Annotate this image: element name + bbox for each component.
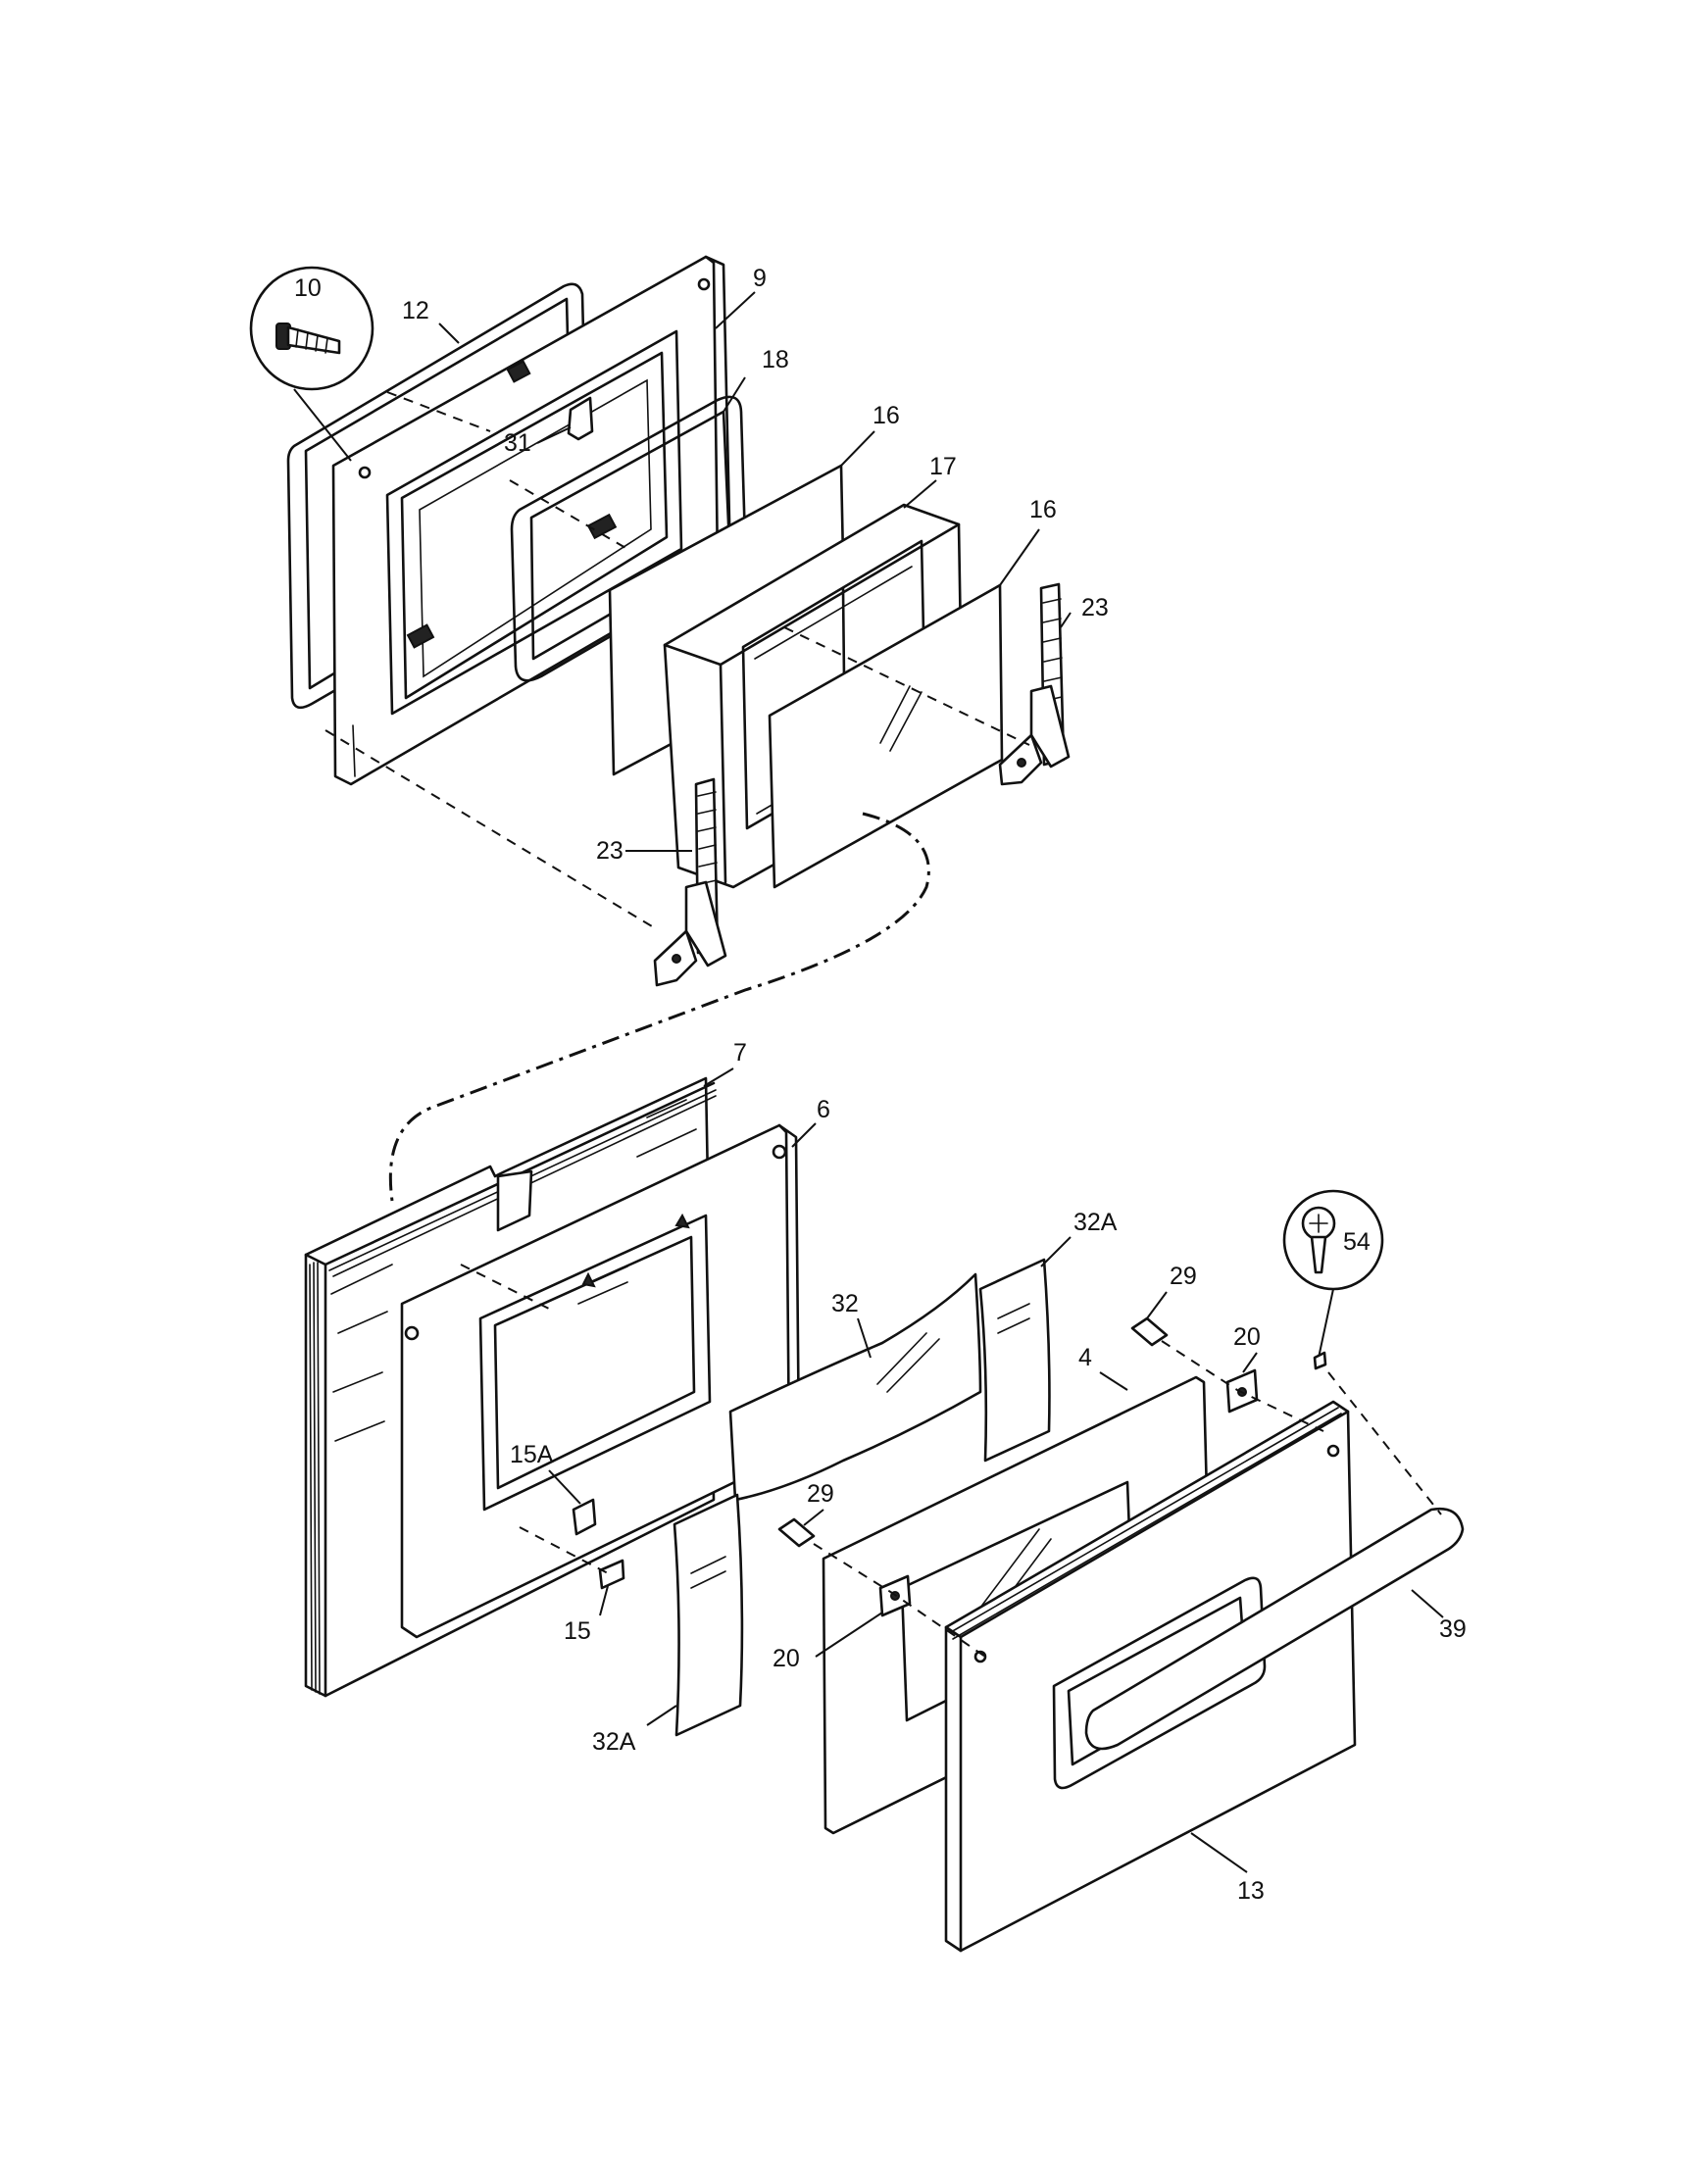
callout-31: 31 <box>504 429 531 457</box>
callout-16-b: 16 <box>1029 496 1057 523</box>
callout-9: 9 <box>753 265 767 292</box>
alignment-lines-upper <box>324 391 1030 1202</box>
callout-labels: 10 12 9 18 31 16 17 16 23 23 7 6 32A 32 … <box>294 265 1467 1905</box>
callout-15: 15 <box>564 1617 591 1645</box>
callout-4: 4 <box>1078 1344 1092 1371</box>
glass-panel-part-32 <box>728 1272 982 1502</box>
callout-7: 7 <box>733 1039 747 1067</box>
callout-6: 6 <box>817 1096 830 1123</box>
callout-16-a: 16 <box>873 402 900 429</box>
callout-32A-bottom: 32A <box>592 1728 636 1756</box>
screw-detail-part-10 <box>249 266 374 462</box>
clip-part-15 <box>598 1559 625 1590</box>
callout-12: 12 <box>402 297 429 324</box>
callout-15A: 15A <box>510 1441 554 1468</box>
callout-17: 17 <box>929 453 957 480</box>
bracket-part-31 <box>567 396 594 441</box>
bracket-part-20-a <box>1225 1368 1259 1414</box>
hinge-part-23-right <box>998 582 1071 786</box>
callout-32A-top: 32A <box>1073 1209 1118 1236</box>
leader-lines <box>438 291 1444 1873</box>
callout-29-b: 29 <box>807 1480 834 1508</box>
screw-detail-part-54 <box>1282 1189 1384 1370</box>
callout-23-left: 23 <box>596 837 624 865</box>
glass-pane-part-16-b <box>768 583 1004 889</box>
alignment-lines-lower <box>460 1264 1442 1658</box>
callout-39: 39 <box>1439 1615 1467 1643</box>
callout-29-a: 29 <box>1170 1263 1197 1290</box>
insulation-strip-part-32A-top <box>978 1258 1051 1463</box>
callout-18: 18 <box>762 346 789 373</box>
hinge-part-23-left <box>653 777 727 987</box>
door-handle-part-39 <box>1084 1507 1465 1751</box>
callout-10: 10 <box>294 274 322 302</box>
callout-13: 13 <box>1237 1877 1265 1905</box>
callout-23-right: 23 <box>1081 594 1109 621</box>
callout-20-a: 20 <box>1233 1323 1261 1351</box>
insulation-strip-part-32A-bottom <box>673 1493 744 1737</box>
callout-20-b: 20 <box>773 1645 800 1672</box>
callout-32: 32 <box>831 1290 859 1317</box>
spacer-part-29-b <box>777 1517 816 1548</box>
clip-part-15A <box>572 1498 597 1536</box>
callout-54: 54 <box>1343 1228 1371 1256</box>
spacer-part-29-a <box>1130 1316 1169 1347</box>
